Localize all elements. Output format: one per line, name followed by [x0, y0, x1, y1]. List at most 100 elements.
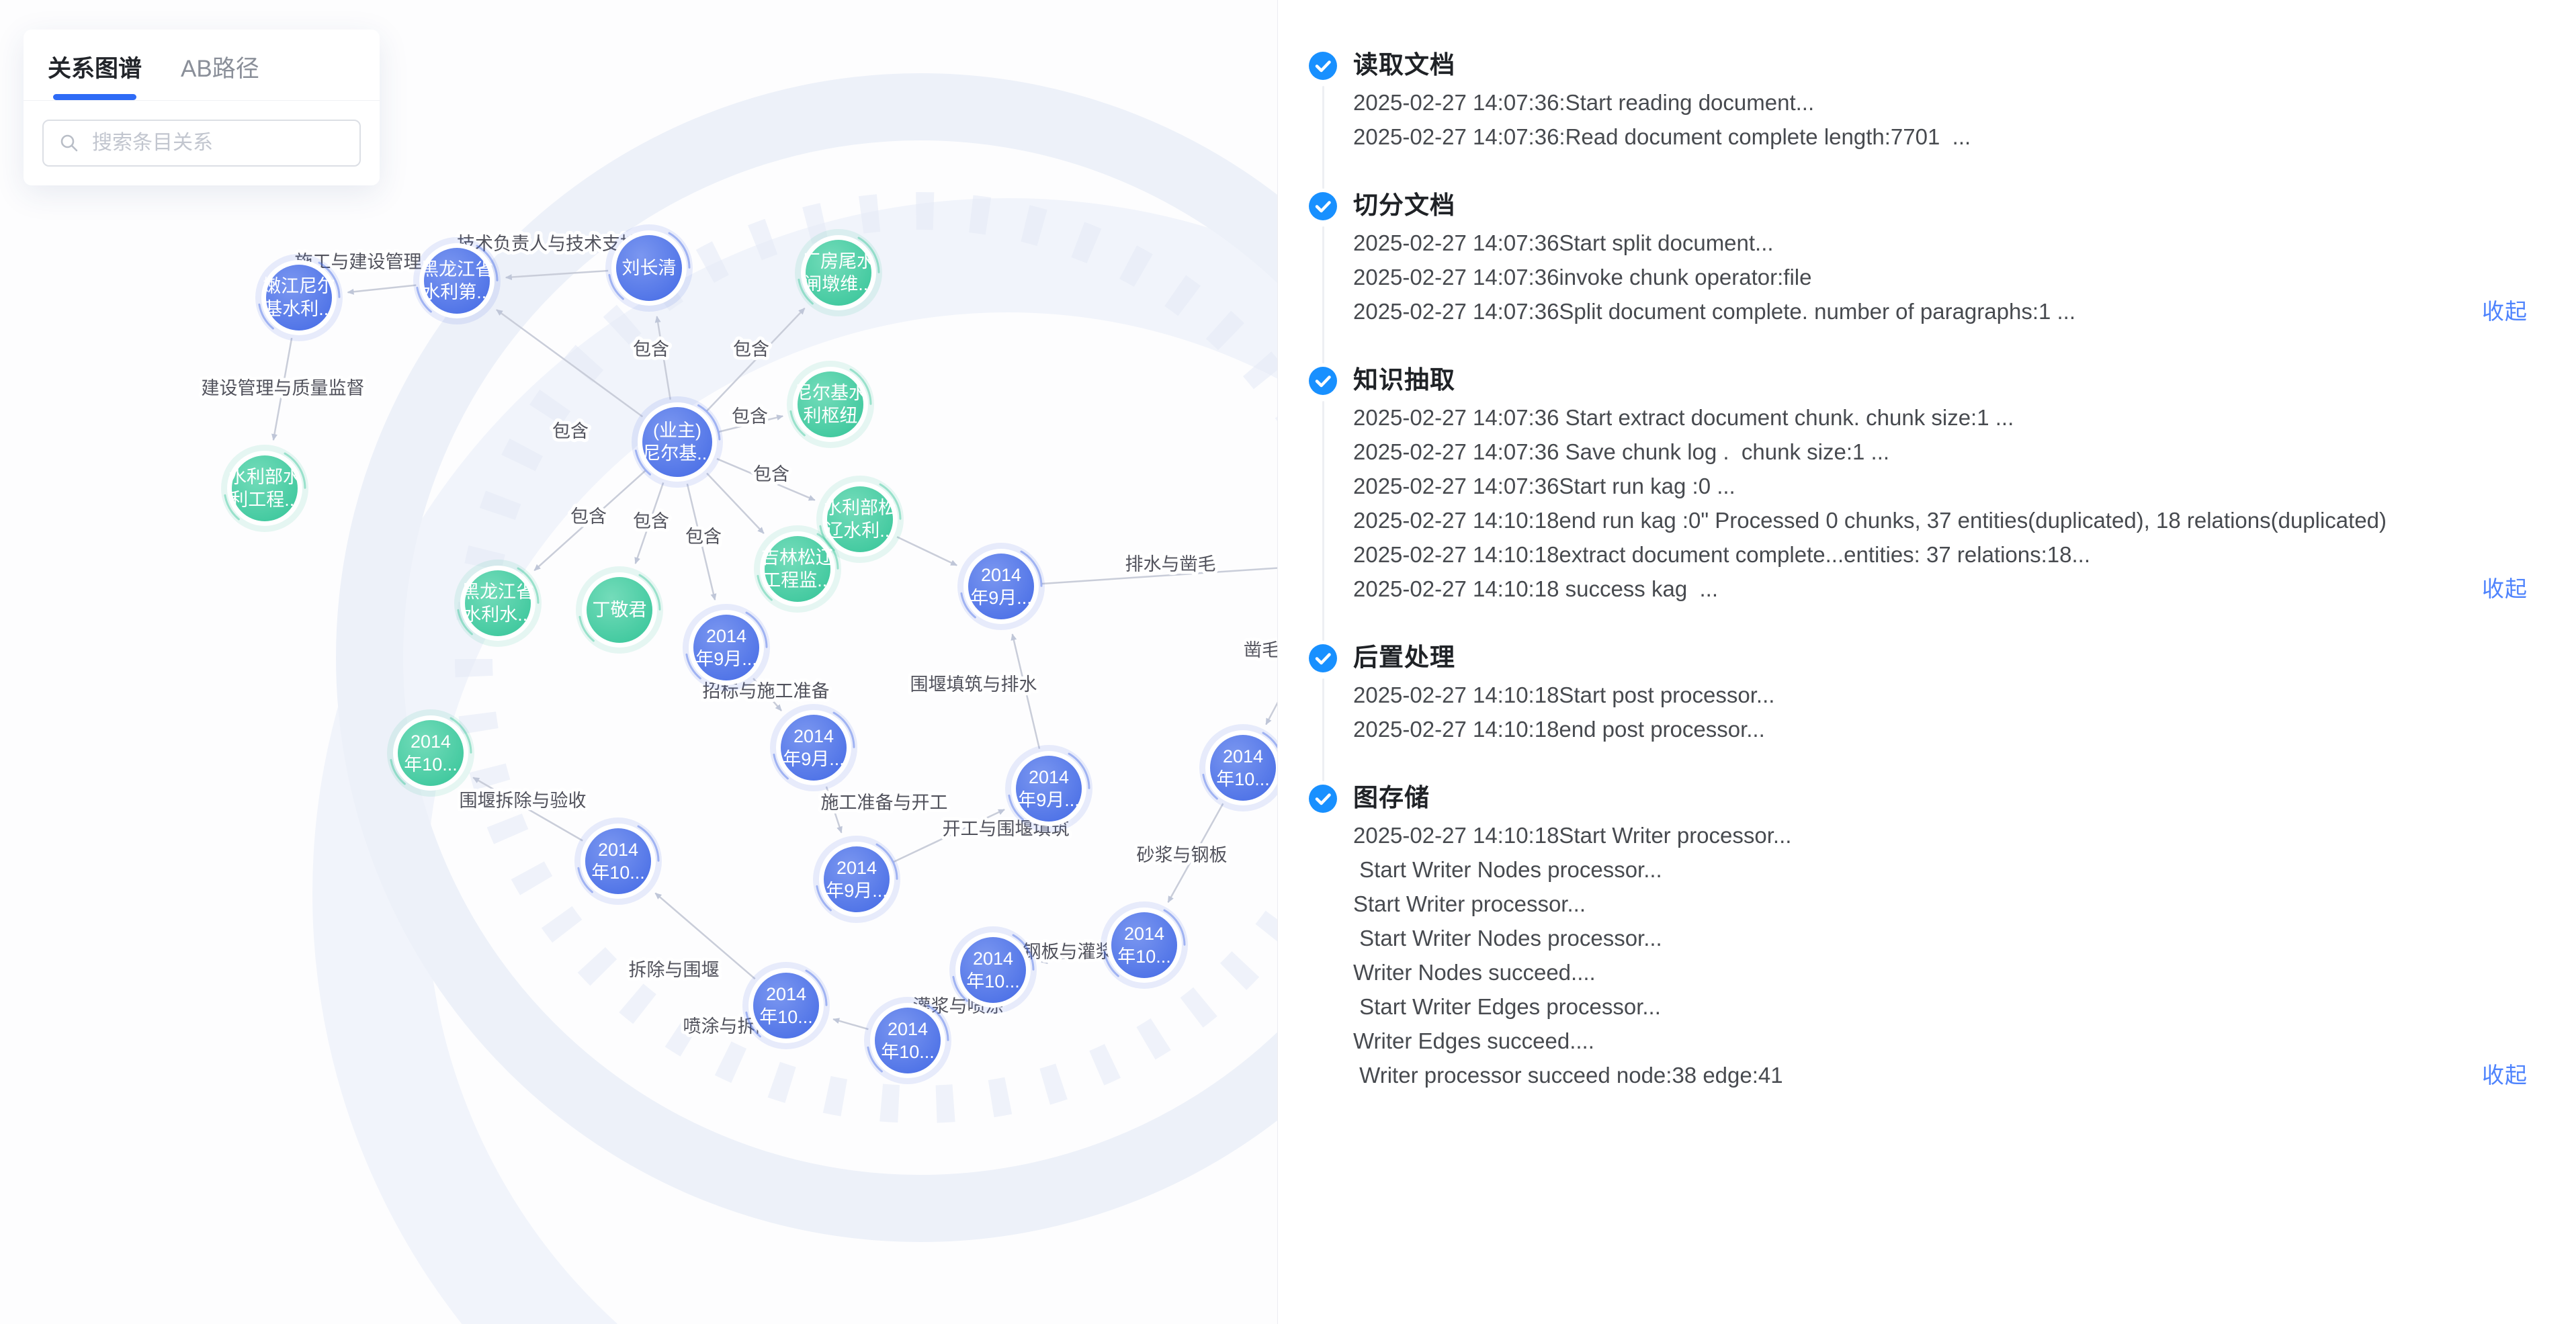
graph-node[interactable]: 水利部水利工程... — [208, 431, 321, 545]
log-line: Writer Nodes succeed.... — [1353, 960, 1596, 985]
collapse-link[interactable]: 收起 — [2482, 1063, 2528, 1088]
graph-node[interactable]: 吉林松辽工程监... — [740, 512, 854, 625]
edge-label: 包含 — [633, 339, 669, 359]
tab-ab-path[interactable]: AB路径 — [181, 56, 259, 82]
step-logs: 2025-02-27 14:10:18Start post processor.… — [1353, 678, 2528, 746]
graph-edge — [1167, 803, 1224, 903]
graph-edge — [716, 457, 816, 501]
step-complete-check-icon — [1309, 192, 1337, 220]
node-label: 吉林松辽 — [761, 547, 834, 568]
graph-canvas[interactable]: 施工与建设管理技术负责人与技术支持建设管理与质量监督包含包含包含包含包含包含包含… — [0, 0, 1277, 1324]
graph-node[interactable]: (业主)尼尔基... — [617, 382, 737, 502]
log-line: 2025-02-27 14:10:18Start Writer processo… — [1353, 823, 1792, 848]
graph-tools-card: 关系图谱 AB路径 — [24, 30, 380, 185]
edge-label: 包含 — [753, 464, 789, 484]
node-label: 黑龙江省 — [462, 582, 534, 602]
graph-node[interactable]: 2014年9月... — [992, 732, 1105, 845]
node-label: 2014 — [793, 726, 834, 746]
edge-label: 技术负责人与技术支持 — [457, 234, 638, 254]
node-label: 2014 — [706, 626, 746, 646]
log-line: 2025-02-27 14:10:18 success kag ... — [1353, 576, 1719, 601]
node-label: 年10... — [404, 754, 458, 775]
node-label: 2014 — [1124, 924, 1164, 944]
timeline-connector — [1322, 226, 1324, 363]
graph-node[interactable]: 2014年10... — [561, 804, 675, 918]
log-line: 2025-02-27 14:10:18end post processor... — [1353, 717, 1765, 742]
graph-node[interactable]: 刘长清 — [592, 211, 705, 324]
graph-edge — [496, 309, 644, 418]
log-line: Start Writer Edges processor... — [1353, 994, 1661, 1019]
step-body: 切分文档 2025-02-27 14:07:36Start split docu… — [1353, 190, 2528, 328]
graph-node[interactable]: 水利部松辽水利... — [803, 462, 916, 576]
graph-edge — [945, 995, 962, 1010]
step-logs: 2025-02-27 14:07:36:Start reading docume… — [1353, 85, 2528, 154]
node-label: 闸墩维... — [804, 274, 873, 294]
edge-label: 开工与围堰填筑 — [943, 819, 1070, 839]
node-label: 水利水... — [463, 605, 533, 625]
edge-label: 施工准备与开工 — [821, 793, 948, 813]
edge-label: 围堰填筑与排水 — [910, 674, 1037, 695]
node-label: 年9月... — [783, 749, 845, 769]
search-input[interactable] — [91, 131, 345, 155]
log-line: Start Writer Nodes processor... — [1353, 926, 1662, 951]
log-line: 2025-02-27 14:10:18extract document comp… — [1353, 542, 2091, 567]
node-label: 年9月... — [695, 649, 757, 669]
node-label: 利工程... — [230, 490, 300, 510]
graph-node[interactable]: 2014年9月... — [944, 529, 1058, 643]
graph-node[interactable]: 2014年10... — [936, 913, 1049, 1026]
pipeline-step: 读取文档 2025-02-27 14:07:36:Start reading d… — [1309, 50, 2528, 189]
graph-node[interactable]: 2014年10... — [1186, 711, 1277, 824]
step-body: 后置处理 2025-02-27 14:10:18Start post proce… — [1353, 642, 2528, 746]
node-label: 基水利... — [264, 299, 334, 319]
node-label: 水利第... — [422, 282, 492, 302]
node-label: 水利部水 — [228, 467, 301, 487]
node-label: 年9月... — [826, 881, 888, 901]
graph-edge — [825, 786, 843, 834]
graph-edge — [1041, 567, 1277, 585]
edge-label: 拆除与围堰 — [629, 960, 720, 980]
graph-node[interactable]: 2014 年9月... — [669, 590, 783, 704]
node-label: 年10... — [966, 971, 1020, 991]
edge-label: 包含 — [733, 339, 769, 359]
graph-node[interactable]: 2014年10... — [1087, 888, 1201, 1002]
graph-node[interactable]: 2014年10... — [374, 696, 487, 809]
node-label: 2014 — [888, 1019, 928, 1039]
graph-node[interactable]: 黑龙江省水利第... — [400, 224, 513, 337]
edge-label: 包含 — [633, 511, 669, 531]
search-icon — [60, 134, 78, 152]
log-line: Writer Edges succeed.... — [1353, 1028, 1594, 1053]
graph-node[interactable]: 嫩江尼尔基水利... — [242, 240, 355, 354]
collapse-link[interactable]: 收起 — [2482, 576, 2528, 601]
pipeline-step: 后置处理 2025-02-27 14:10:18Start post proce… — [1309, 642, 2528, 781]
step-complete-check-icon — [1309, 52, 1337, 80]
tab-relation-graph[interactable]: 关系图谱 — [48, 50, 142, 100]
graph-tabs: 关系图谱 AB路径 — [24, 30, 380, 100]
graph-node[interactable]: 黑龙江省水利水... — [441, 546, 554, 660]
background-ring — [312, 73, 1277, 1324]
graph-node[interactable]: 2014年10... — [729, 948, 843, 1062]
graph-node[interactable]: 2014年10... — [851, 983, 964, 1097]
node-label: 嫩江尼尔 — [263, 276, 335, 296]
graph-edge — [706, 307, 806, 412]
node-label: 刘长清 — [622, 258, 677, 278]
step-complete-check-icon — [1309, 367, 1337, 395]
timeline-connector — [1322, 401, 1324, 641]
step-title: 知识抽取 — [1353, 366, 1455, 394]
step-complete-check-icon — [1309, 644, 1337, 672]
graph-node[interactable]: 厂房尾水闸墩维... — [781, 216, 895, 329]
log-line: Start Writer Nodes processor... — [1353, 857, 1662, 882]
graph-node[interactable]: 丁敬君 — [562, 553, 676, 666]
log-line: 2025-02-27 14:07:36Start run kag :0 ... — [1353, 474, 1735, 498]
edge-label: 包含 — [685, 527, 722, 547]
graph-node[interactable]: 2014 年9月... — [757, 691, 870, 804]
timeline-connector — [1322, 678, 1324, 781]
graph-node[interactable]: 2014年9月... — [800, 822, 913, 936]
log-line: 2025-02-27 14:07:36 Save chunk log . chu… — [1353, 439, 1890, 464]
graph-edge — [1011, 633, 1041, 749]
node-label: 尼尔基... — [642, 443, 712, 464]
node-label: 年10... — [591, 863, 645, 883]
collapse-link[interactable]: 收起 — [2482, 299, 2528, 324]
search-box[interactable] — [42, 120, 361, 167]
